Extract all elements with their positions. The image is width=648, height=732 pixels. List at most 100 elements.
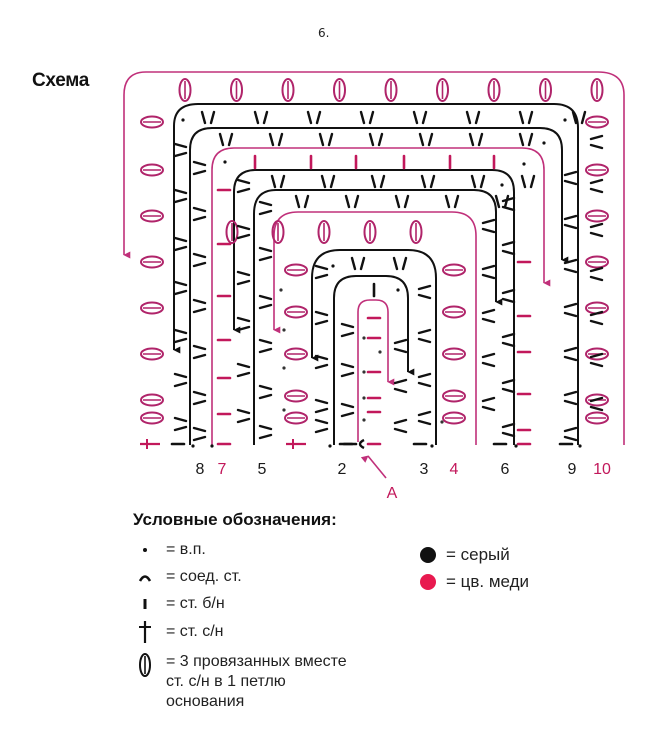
- double-crochet-pair-mark: [236, 178, 251, 194]
- cluster-stitch-mark: [436, 78, 449, 102]
- cluster-stitch-mark: [284, 305, 308, 319]
- legend-text: = ст. с/н: [166, 623, 224, 640]
- double-crochet-pair-mark: [563, 426, 578, 442]
- row-label-8: 8: [196, 461, 205, 478]
- legend-item-slip: = соед. ст.: [130, 567, 242, 587]
- double-crochet-pair-mark: [589, 222, 604, 238]
- cluster-stitch-mark: [140, 163, 164, 177]
- chain-stitch-mark: [362, 370, 366, 374]
- cluster-stitch-mark: [140, 301, 164, 315]
- double-crochet-pair-mark: [192, 206, 207, 222]
- chain-stitch-mark: [282, 408, 286, 412]
- double-crochet-pair-mark: [420, 174, 436, 189]
- double-crochet-pair-mark: [173, 372, 188, 388]
- double-crochet-pair-mark: [344, 194, 360, 209]
- double-crochet-pair-mark: [563, 346, 578, 362]
- cluster-stitch-mark: [140, 411, 164, 425]
- double-crochet-pair-mark: [468, 132, 484, 147]
- legend-text-line: ст. с/н в 1 петлю: [166, 673, 286, 690]
- double-crochet-pair-mark: [392, 256, 408, 271]
- double-crochet-pair-mark: [563, 258, 578, 274]
- double-crochet-pair-mark: [320, 174, 336, 189]
- stitch-symbols: [138, 78, 609, 451]
- cluster-stitch-mark: [585, 411, 609, 425]
- double-crochet-pair-mark: [481, 264, 496, 280]
- cluster-stitch-mark: [140, 209, 164, 223]
- chain-stitch-mark: [396, 288, 400, 292]
- double-crochet-pair-mark: [314, 398, 329, 414]
- double-crochet-pair-mark: [236, 408, 251, 424]
- double-crochet-pair-mark: [173, 328, 188, 344]
- double-crochet-pair-mark: [501, 378, 516, 394]
- double-crochet-pair-mark: [501, 422, 516, 438]
- row-label-3: 3: [420, 461, 429, 478]
- row-7-path: [211, 147, 551, 445]
- chain-stitch-mark: [362, 418, 366, 422]
- double-crochet-pair-mark: [481, 396, 496, 412]
- cluster-stitch-mark: [409, 220, 423, 244]
- legend-item-chain: = в.п.: [130, 540, 206, 560]
- double-crochet-pair-mark: [192, 252, 207, 268]
- legend-text-line: = 3 провязанных вместе: [166, 653, 347, 670]
- double-crochet-pair-mark: [268, 132, 284, 147]
- chain-stitch-icon: [130, 545, 160, 555]
- double-crochet-pair-mark: [258, 200, 273, 216]
- double-crochet-pair-mark: [418, 132, 434, 147]
- legend-item-double-crochet: = ст. с/н: [130, 620, 224, 644]
- double-crochet-pair-mark: [501, 288, 516, 304]
- row-label-9: 9: [568, 461, 577, 478]
- cluster-stitch-mark: [585, 301, 609, 315]
- gray-color-swatch: [420, 547, 436, 563]
- cluster-stitch-mark: [225, 220, 239, 244]
- double-crochet-pair-mark: [563, 170, 578, 186]
- double-crochet-pair-mark: [258, 294, 273, 310]
- legend-text-multiline: = 3 провязанных вместе ст. с/н в 1 петлю…: [166, 652, 347, 712]
- legend-color-text: = цв. меди: [446, 572, 530, 591]
- chain-stitch-mark: [181, 118, 185, 122]
- double-crochet-pair-mark: [270, 174, 286, 189]
- double-crochet-pair-mark: [563, 390, 578, 406]
- legend-item-single-crochet: = ст. б/н: [130, 594, 225, 614]
- double-crochet-pair-mark: [318, 132, 334, 147]
- row-1-path: [357, 299, 395, 442]
- single-crochet-icon: [130, 597, 160, 611]
- chain-stitch-mark: [331, 264, 335, 268]
- double-crochet-pair-mark: [236, 270, 251, 286]
- double-crochet-pair-mark: [306, 110, 322, 125]
- double-crochet-pair-mark: [589, 178, 604, 194]
- row-label-7: 7: [218, 461, 227, 478]
- double-crochet-pair-mark: [192, 426, 207, 442]
- double-crochet-pair-mark: [340, 402, 355, 418]
- double-crochet-pair-mark: [294, 194, 310, 209]
- double-crochet-pair-mark: [481, 352, 496, 368]
- chain-stitch-mark: [328, 444, 332, 448]
- scheme-title: Схема: [32, 70, 90, 91]
- double-crochet-pair-mark: [173, 280, 188, 296]
- double-crochet-pair-mark: [340, 322, 355, 338]
- double-crochet-pair-mark: [417, 372, 432, 388]
- row-9-path: [173, 103, 579, 445]
- cluster-stitch-mark: [284, 347, 308, 361]
- chain-stitch-mark: [378, 350, 382, 354]
- row-label-10: 10: [593, 461, 611, 478]
- cluster-stitch-mark: [442, 389, 466, 403]
- double-crochet-pair-mark: [173, 142, 188, 158]
- chain-stitch-mark: [362, 336, 366, 340]
- double-crochet-pair-mark: [417, 328, 432, 344]
- chain-stitch-mark: [430, 444, 434, 448]
- cluster-stitch-mark: [284, 263, 308, 277]
- double-crochet-pair-mark: [518, 132, 534, 147]
- legend-item-cluster: = 3 провязанных вместе ст. с/н в 1 петлю…: [130, 652, 347, 712]
- chain-stitch-mark: [191, 444, 195, 448]
- start-marker-label: A: [387, 485, 398, 502]
- double-crochet-pair-mark: [481, 308, 496, 324]
- double-crochet-pair-mark: [192, 344, 207, 360]
- cluster-stitch-mark: [333, 78, 346, 102]
- row-label-4: 4: [450, 461, 459, 478]
- double-crochet-pair-mark: [314, 264, 329, 280]
- cluster-stitch-mark: [539, 78, 552, 102]
- legend-color-gray: = серый: [420, 545, 510, 565]
- cluster-stitch-mark: [442, 411, 466, 425]
- legend-color-copper: = цв. меди: [420, 572, 529, 592]
